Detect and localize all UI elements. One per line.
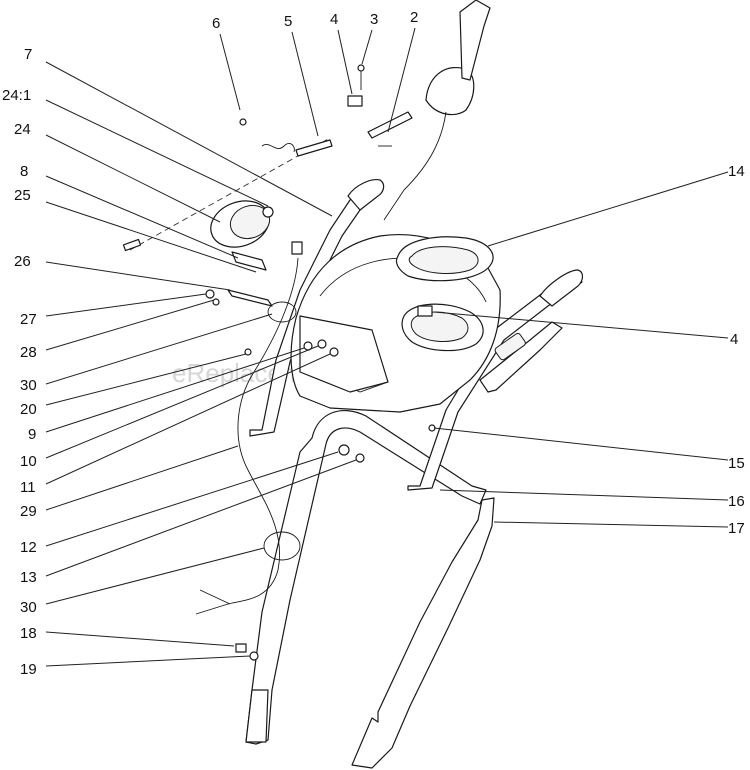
bracket-bolt-26 [227,289,273,307]
harness-connector [291,241,303,255]
lamp-gasket-inner [408,246,479,274]
washer-10 [317,339,327,349]
lower-handle-17 [351,497,495,769]
nut-29 [355,453,365,463]
clip-6 [261,143,295,153]
callout-labels: 6 5 4 3 2 7 24:1 24 8 25 26 27 28 30 20 … [2,9,745,678]
callout-24: 24 [14,121,31,138]
callout-5: 5 [284,13,292,30]
control-handle [459,0,491,81]
callout-25: 25 [14,187,31,204]
bracket-4 [347,95,363,107]
parts-artwork [122,0,584,769]
left-grip [347,179,385,211]
headlight-bulb-24-1 [262,206,274,218]
nut-6 [239,118,247,126]
washer-27 [205,289,215,299]
callout-10: 10 [20,453,37,470]
cable-tie-30b [263,531,301,561]
control-knob [425,66,475,116]
callout-9: 9 [28,426,36,443]
screw-3-head [357,64,365,72]
right-control-lever [479,321,563,393]
nut-19 [249,651,259,661]
callout-24-1: 24:1 [2,87,31,104]
decal-plate [299,315,389,393]
callout-18: 18 [20,625,37,642]
callout-26: 26 [14,253,31,270]
callout-20: 20 [20,401,37,418]
shaft-5 [295,139,333,157]
cable-tie-30a [267,301,297,323]
callout-15: 15 [728,455,745,472]
leader-lines [45,27,729,667]
small-rod [122,238,142,252]
callout-16: 16 [728,493,745,510]
wiring-harness-12 [195,257,299,615]
right-grip [539,269,584,307]
lower-left-bracket [245,689,269,743]
callout-19: 19 [20,661,37,678]
callout-28: 28 [20,344,37,361]
control-cable [383,111,447,221]
callout-2: 2 [410,9,418,26]
callout-7: 7 [24,46,32,63]
callout-4-right: 4 [730,331,738,348]
callout-29: 29 [20,503,37,520]
callout-6: 6 [212,15,220,32]
callout-13: 13 [20,569,37,586]
axis-line [129,137,331,251]
callout-14: 14 [728,163,745,180]
callout-8: 8 [20,163,28,180]
nut-28 [212,298,220,306]
callout-11: 11 [20,479,36,496]
dash-boss-4 [417,305,433,317]
callout-30-upper: 30 [20,377,37,394]
bolt-20 [244,348,252,356]
right-lever-block [494,332,526,361]
callout-12: 12 [20,539,37,556]
callout-30-lower: 30 [20,599,37,616]
callout-4-top: 4 [330,11,338,28]
callout-3: 3 [370,11,378,28]
callout-27: 27 [20,311,37,328]
bolt-18 [235,643,247,653]
headlight-bracket-8 [231,251,267,271]
washer-29 [338,444,350,456]
nut-11 [329,347,339,357]
callout-17: 17 [728,520,745,537]
